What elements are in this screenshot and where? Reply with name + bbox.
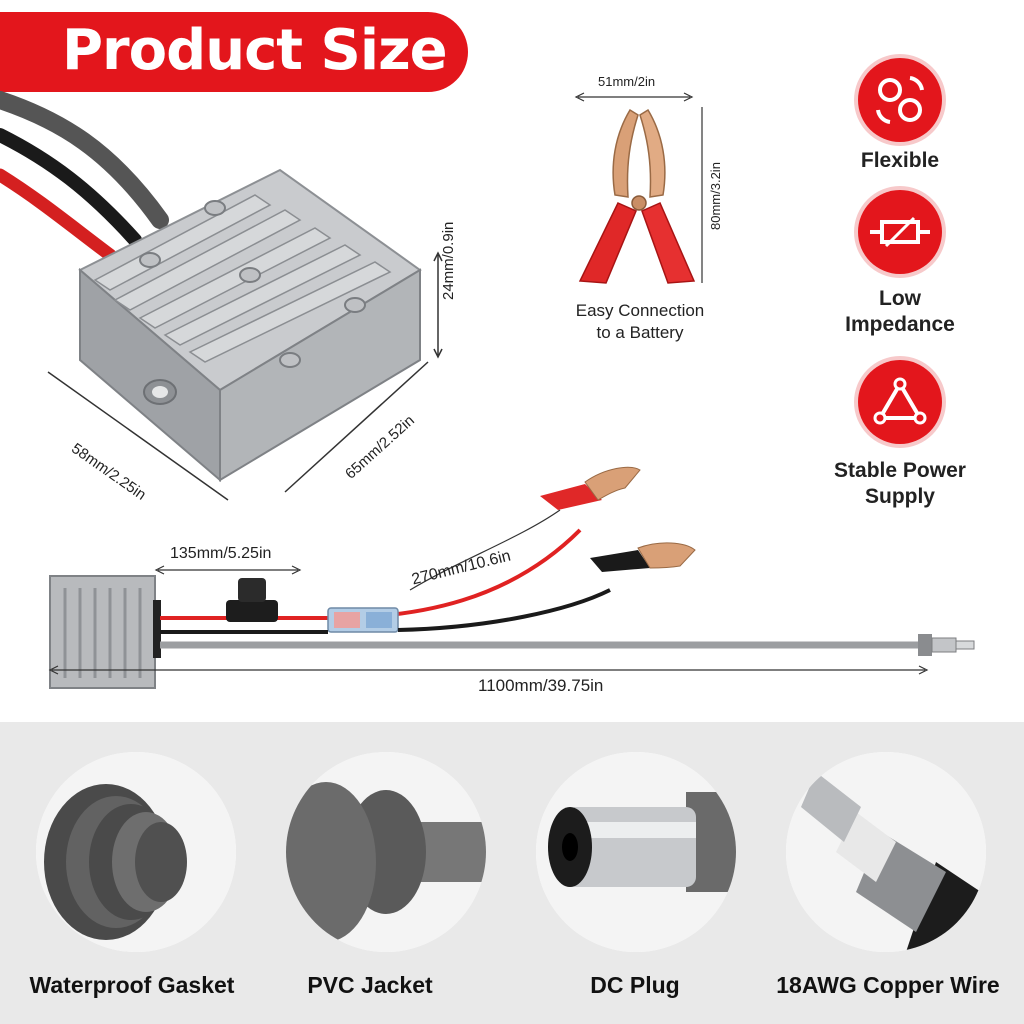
module-height-label: 24mm/0.9in	[440, 221, 457, 300]
cable-assembly-illustration	[48, 466, 975, 689]
feature-stable-power: Stable Power Supply	[834, 459, 966, 508]
clip-caption-line1: Easy Connection	[575, 301, 705, 320]
detail-label-jacket: PVC Jacket	[307, 972, 433, 998]
pvc-jacket-image	[286, 752, 486, 952]
feature-flexible: Flexible	[860, 149, 940, 172]
clip-width-label: 51mm/2in	[598, 74, 656, 89]
alligator-clip-illustration	[574, 92, 703, 284]
feature-low-impedance: Low Impedance	[845, 287, 955, 336]
title-banner: Product Size	[0, 12, 468, 92]
total-length-label: 1100mm/39.75in	[478, 676, 604, 695]
detail-label-copper-wire: 18AWG Copper Wire	[776, 972, 1000, 998]
converter-module-illustration	[0, 91, 443, 501]
copper-wire-image	[786, 752, 986, 952]
detail-label-dc-plug: DC Plug	[590, 972, 680, 998]
fuse-distance-label: 135mm/5.25in	[170, 545, 272, 562]
waterproof-gasket-image	[36, 752, 236, 952]
clip-length-label: 80mm/3.2in	[708, 162, 723, 230]
impedance-icon	[858, 190, 942, 274]
flexible-icon	[858, 58, 942, 142]
clip-caption: Easy Connection to a Battery	[540, 300, 740, 344]
page-title: Product Size	[62, 18, 448, 83]
dc-plug-image	[536, 752, 736, 952]
detail-label-gasket: Waterproof Gasket	[29, 972, 235, 998]
clip-caption-line2: to a Battery	[596, 323, 684, 342]
stable-power-icon	[858, 360, 942, 444]
